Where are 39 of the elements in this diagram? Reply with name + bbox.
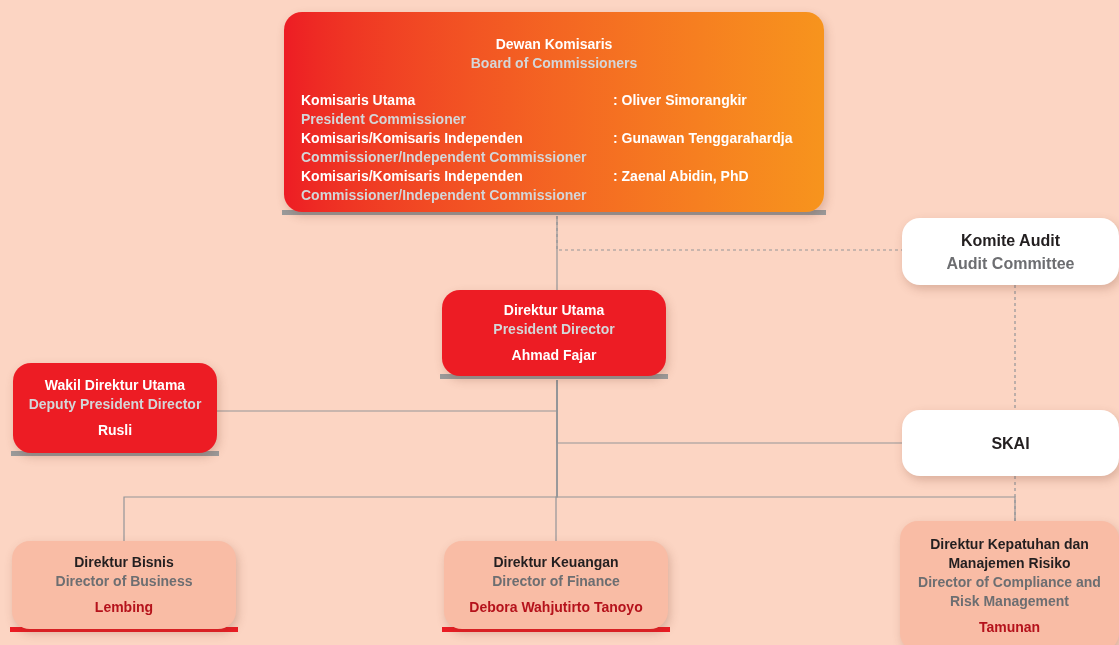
- role-translation: Director of Finance: [492, 572, 620, 591]
- person-name: Lembing: [94, 598, 154, 617]
- org-box: [444, 541, 668, 629]
- connector-line: [1014, 475, 1016, 522]
- org-box: [442, 290, 666, 376]
- org-box: [12, 541, 236, 629]
- role-translation: Commissioner/Independent Commissioner: [301, 186, 588, 205]
- role-translation: President Director: [493, 320, 615, 339]
- subtitle-text: Board of Commissioners: [469, 54, 639, 73]
- role-translation: Audit Committee: [946, 253, 1075, 274]
- person-name: Tamunan: [978, 618, 1041, 637]
- person-name: : Gunawan Tenggarahardja: [613, 129, 794, 148]
- role-text: Komite Audit: [961, 230, 1060, 251]
- person-name: : Zaenal Abidin, PhD: [613, 167, 750, 186]
- role-text: Wakil Direktur Utama: [44, 376, 186, 395]
- role-translation: Director of Business: [55, 572, 193, 591]
- org-box: [902, 218, 1119, 285]
- title-text: Dewan Komisaris: [494, 35, 614, 54]
- role-translation: Director of Compliance and Risk Management: [917, 573, 1102, 611]
- role-translation: President Commissioner: [301, 110, 467, 129]
- role-text: Komisaris/Komisaris Independen: [301, 129, 524, 148]
- role-text: Komisaris/Komisaris Independen: [301, 167, 524, 186]
- role-text: Direktur Kepatuhan dan Manajemen Risiko: [929, 535, 1090, 573]
- person-name: Rusli: [97, 421, 133, 440]
- role-text: Direktur Keuangan: [493, 553, 619, 572]
- role-translation: Deputy President Director: [28, 395, 202, 414]
- org-box: [13, 363, 217, 453]
- person-name: : Oliver Simorangkir: [613, 91, 748, 110]
- org-box: [284, 12, 824, 212]
- role-text: Direktur Bisnis: [74, 553, 174, 572]
- role-text: SKAI: [991, 433, 1030, 454]
- role-text: Komisaris Utama: [301, 91, 417, 110]
- role-text: Direktur Utama: [503, 301, 605, 320]
- person-name: Debora Wahjutirto Tanoyo: [469, 598, 643, 617]
- connector-line: [1014, 284, 1016, 411]
- person-name: Ahmad Fajar: [511, 346, 597, 365]
- org-box: [900, 521, 1119, 645]
- role-translation: Commissioner/Independent Commissioner: [301, 148, 588, 167]
- org-box: [902, 410, 1119, 476]
